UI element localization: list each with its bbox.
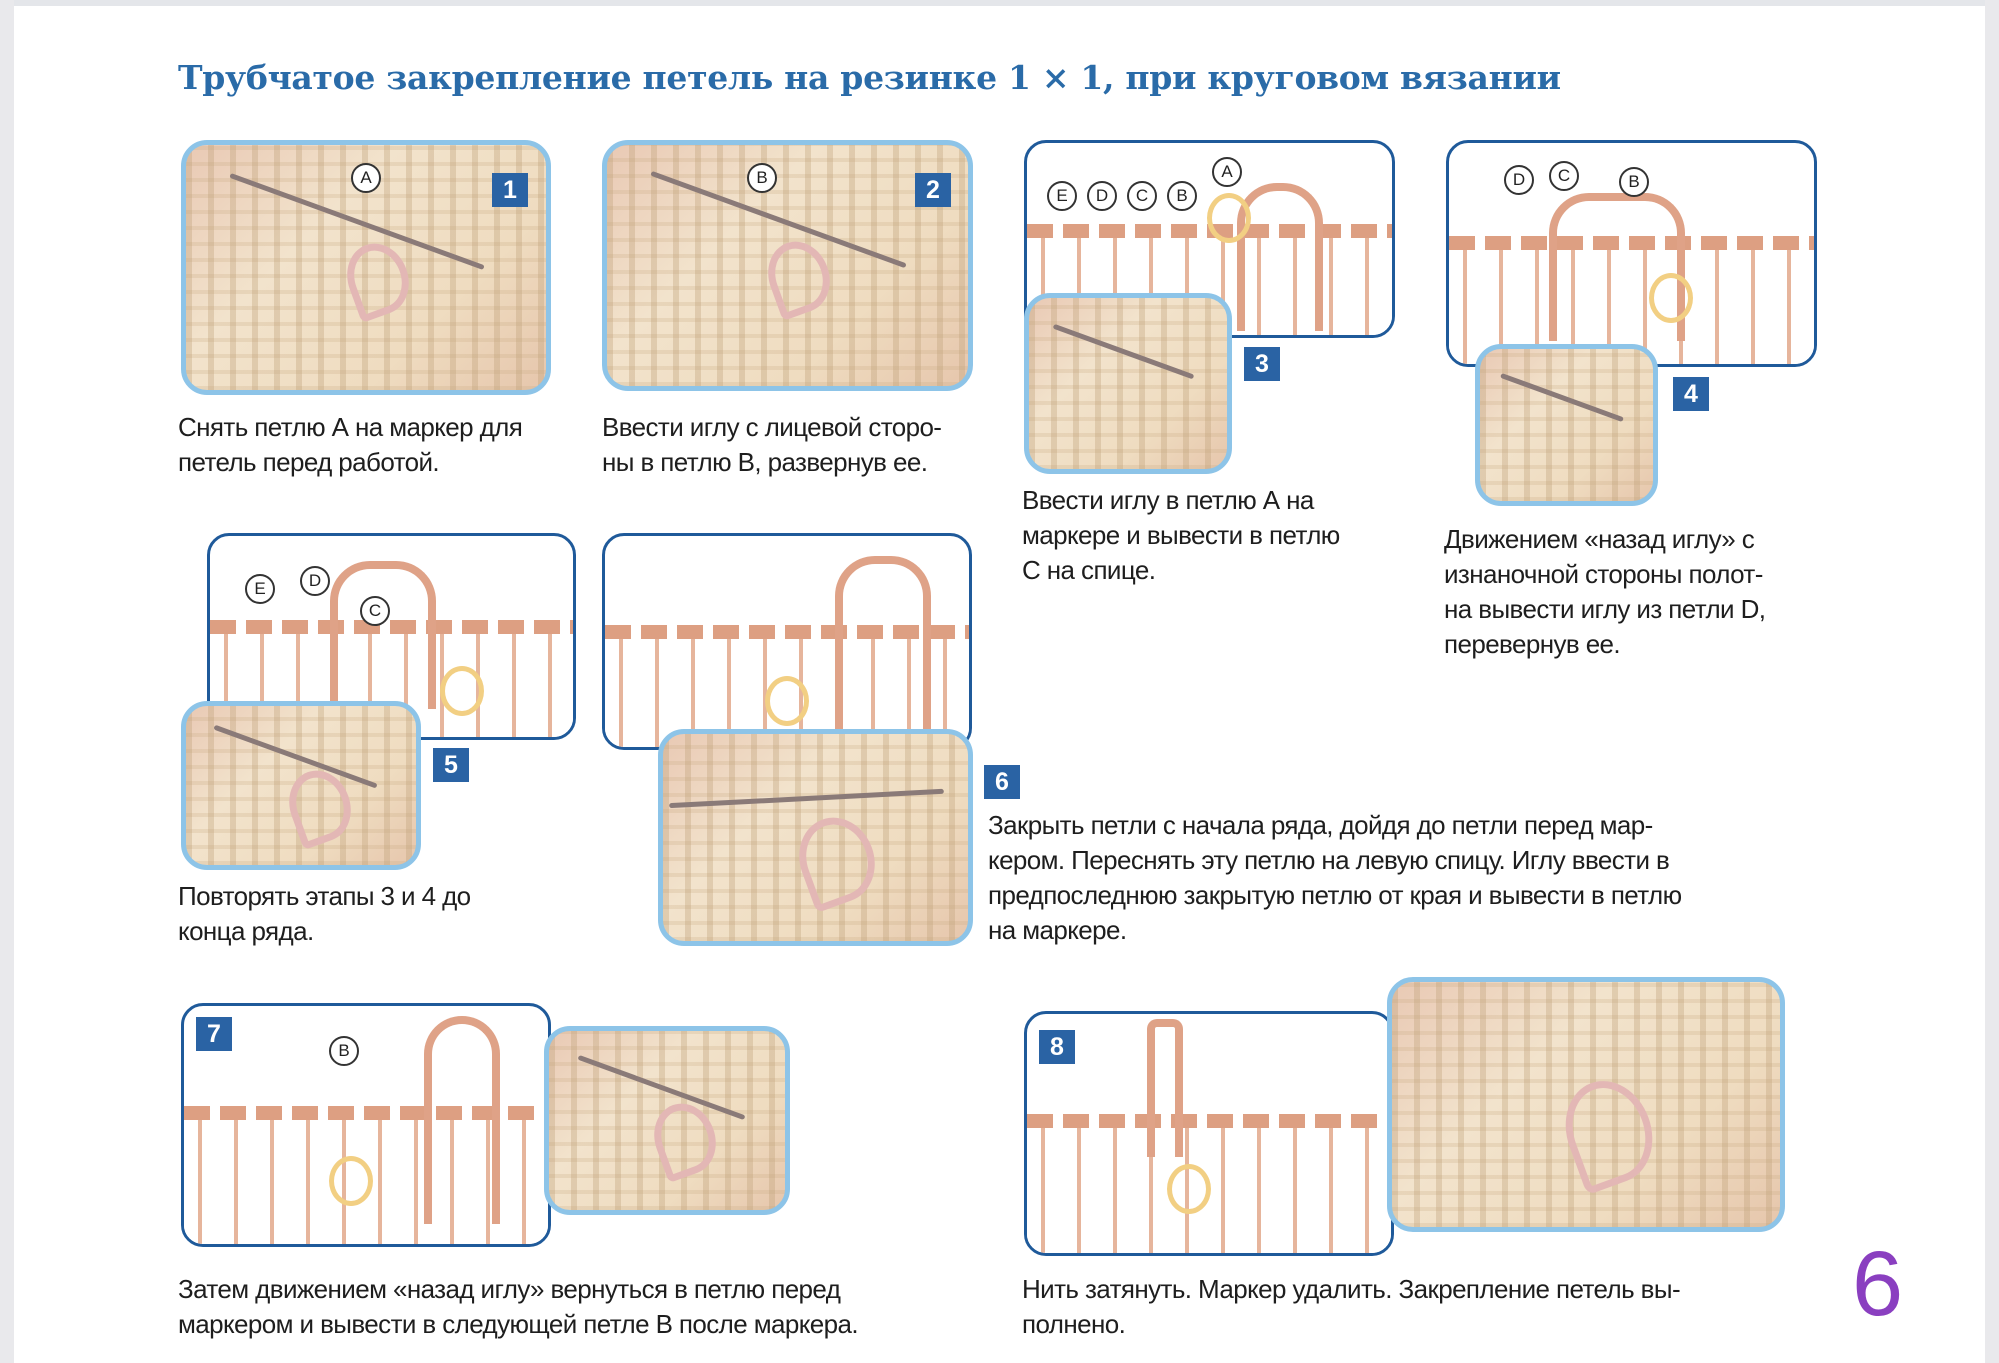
caption-line: петель перед работой. xyxy=(178,447,440,477)
step-5-photo xyxy=(181,701,421,870)
step-2-photo: B xyxy=(602,140,973,391)
caption-line: маркером и вывести в следующей петле В п… xyxy=(178,1309,859,1339)
label-d: D xyxy=(300,566,330,596)
step-8-photo xyxy=(1387,977,1785,1232)
step-8-diagram xyxy=(1024,1011,1394,1256)
right-margin xyxy=(1985,0,1999,1363)
step-3-caption: Ввести иглу в петлю А на маркере и вывест… xyxy=(1022,483,1340,588)
label-d: D xyxy=(1087,181,1117,211)
label-a: A xyxy=(351,163,381,193)
step-8-caption: Нить затянуть. Маркер удалить. Закреплен… xyxy=(1022,1272,1681,1342)
caption-line: Нить затянуть. Маркер удалить. Закреплен… xyxy=(1022,1274,1681,1304)
caption-line: конца ряда. xyxy=(178,916,314,946)
step-8-badge: 8 xyxy=(1039,1030,1075,1064)
label-c: C xyxy=(360,596,390,626)
caption-line: перевернув ее. xyxy=(1444,629,1621,659)
step-7-badge: 7 xyxy=(196,1017,232,1051)
label-e: E xyxy=(245,574,275,604)
step-1-badge: 1 xyxy=(492,173,528,207)
step-1-caption: Снять петлю А на маркер для петель перед … xyxy=(178,410,523,480)
step-6-photo xyxy=(658,729,973,946)
step-6-diagram xyxy=(602,533,972,750)
step-7-photo xyxy=(544,1026,790,1215)
caption-line: ны в петлю В, развернув ее. xyxy=(602,447,928,477)
label-b: B xyxy=(329,1036,359,1066)
step-2-badge: 2 xyxy=(915,173,951,207)
caption-line: С на спице. xyxy=(1022,555,1156,585)
caption-line: на маркере. xyxy=(988,915,1127,945)
label-b: B xyxy=(1167,181,1197,211)
step-2-caption: Ввести иглу с лицевой сторо-ны в петлю В… xyxy=(602,410,942,480)
marker-icon xyxy=(337,234,419,324)
step-4-caption: Движением «назад иглу» с изнаночной сторо… xyxy=(1444,522,1766,662)
label-c: C xyxy=(1549,161,1579,191)
label-e: E xyxy=(1047,181,1077,211)
caption-line: полнено. xyxy=(1022,1309,1126,1339)
step-4-photo xyxy=(1475,344,1658,506)
step-6-caption: Закрыть петли с начала ряда, дойдя до пе… xyxy=(988,808,1682,948)
step-5-badge: 5 xyxy=(433,748,469,782)
marker-icon xyxy=(758,233,840,322)
step-3-photo xyxy=(1024,293,1232,474)
caption-line: Снять петлю А на маркер для xyxy=(178,412,523,442)
caption-line: изнаночной стороны полот- xyxy=(1444,559,1763,589)
step-3-badge: 3 xyxy=(1244,347,1280,381)
caption-line: маркере и вывести в петлю xyxy=(1022,520,1340,550)
caption-line: кером. Переснять эту петлю на левую спиц… xyxy=(988,845,1670,875)
caption-line: Движением «назад иглу» с xyxy=(1444,524,1755,554)
step-6-badge: 6 xyxy=(984,765,1020,799)
caption-line: Повторять этапы 3 и 4 до xyxy=(178,881,471,911)
step-4-diagram: D C B xyxy=(1446,140,1817,367)
caption-line: Закрыть петли с начала ряда, дойдя до пе… xyxy=(988,810,1653,840)
caption-line: Ввести иглу в петлю А на xyxy=(1022,485,1314,515)
left-margin xyxy=(0,0,14,1363)
caption-line: Затем движением «назад иглу» вернуться в… xyxy=(178,1274,841,1304)
label-b: B xyxy=(747,163,777,193)
marker-icon xyxy=(787,806,887,913)
step-5-caption: Повторять этапы 3 и 4 до конца ряда. xyxy=(178,879,471,949)
step-7-diagram: B xyxy=(181,1003,551,1247)
marker-icon xyxy=(1551,1068,1666,1196)
step-1-photo: A xyxy=(181,140,551,395)
caption-line: Ввести иглу с лицевой сторо- xyxy=(602,412,942,442)
step-7-caption: Затем движением «назад иглу» вернуться в… xyxy=(178,1272,859,1342)
top-edge xyxy=(0,0,1999,6)
caption-line: на вывести иглу из петли D, xyxy=(1444,594,1766,624)
caption-line: предпоследнюю закрытую петлю от края и в… xyxy=(988,880,1682,910)
label-d: D xyxy=(1504,165,1534,195)
page-number: 6 xyxy=(1852,1233,1904,1335)
label-c: C xyxy=(1127,181,1157,211)
label-a: A xyxy=(1212,157,1242,187)
page-title: Трубчатое закрепление петель на резинке … xyxy=(178,58,1561,97)
step-4-badge: 4 xyxy=(1673,377,1709,411)
label-b: B xyxy=(1619,167,1649,197)
